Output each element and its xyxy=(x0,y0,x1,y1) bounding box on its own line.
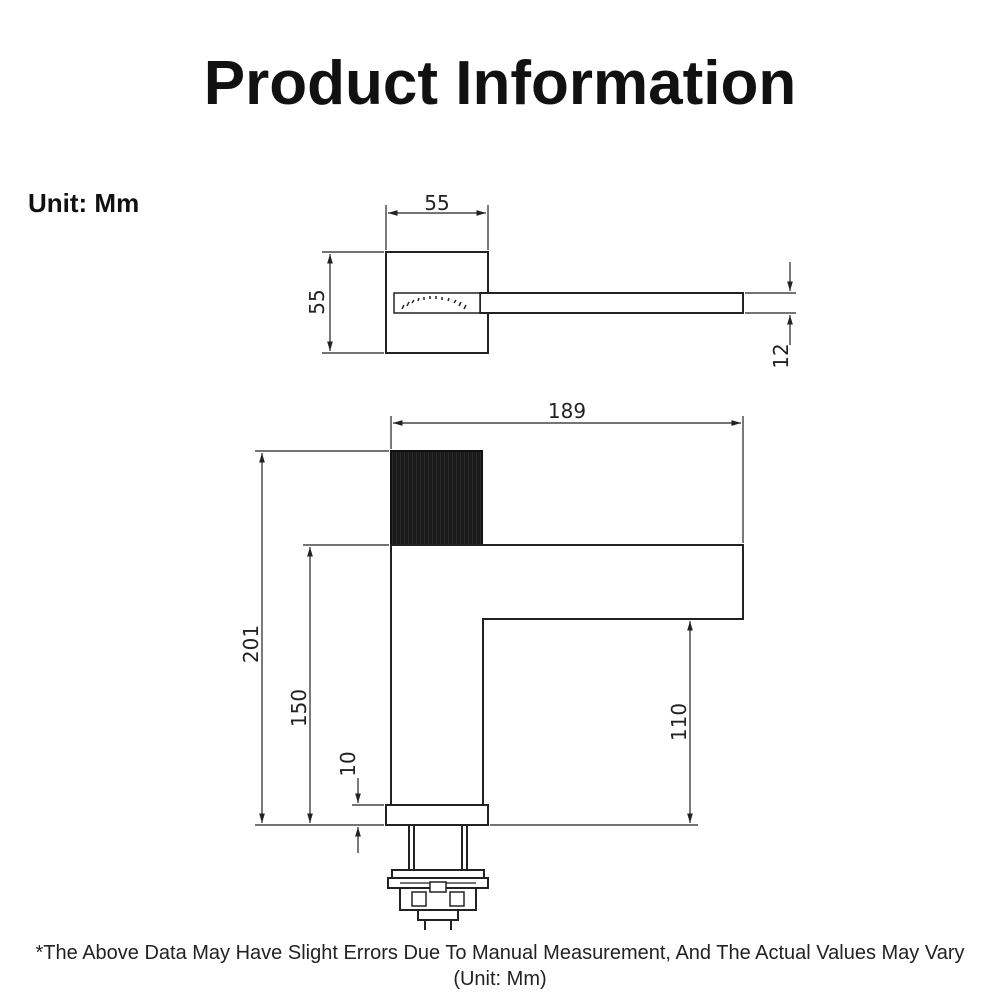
dim-body-height xyxy=(303,544,389,823)
dim-spout-thickness-label: 12 xyxy=(769,343,793,368)
top-view-spout xyxy=(479,292,744,314)
side-view-base xyxy=(385,804,489,826)
dim-spout-thickness xyxy=(745,262,796,345)
unit-label: Unit: Mm xyxy=(28,188,140,218)
dim-total-length-label: 189 xyxy=(548,399,586,423)
dim-total-length xyxy=(390,416,744,543)
dim-base-thickness xyxy=(352,778,384,853)
dim-spout-clearance-label: 110 xyxy=(667,703,691,741)
dial-scale-icon xyxy=(401,296,467,310)
dim-top-depth-label: 55 xyxy=(305,289,329,314)
top-view-dial xyxy=(393,292,481,314)
side-view xyxy=(385,450,744,930)
dim-top-width-label: 55 xyxy=(424,191,449,215)
page-title: Product Information xyxy=(203,49,797,118)
mounting-stem-icon xyxy=(387,824,489,930)
dim-spout-clearance xyxy=(490,621,698,826)
top-view xyxy=(385,251,744,354)
dim-body-height-label: 150 xyxy=(287,689,311,727)
dim-top-depth xyxy=(322,251,384,354)
dim-top-width xyxy=(385,205,489,250)
dim-total-height-label: 201 xyxy=(239,625,263,663)
measurement-disclaimer: *The Above Data May Have Slight Errors D… xyxy=(35,942,965,990)
side-view-handle xyxy=(390,450,483,546)
dim-total-height xyxy=(255,450,389,826)
dim-base-thickness-label: 10 xyxy=(336,751,360,776)
